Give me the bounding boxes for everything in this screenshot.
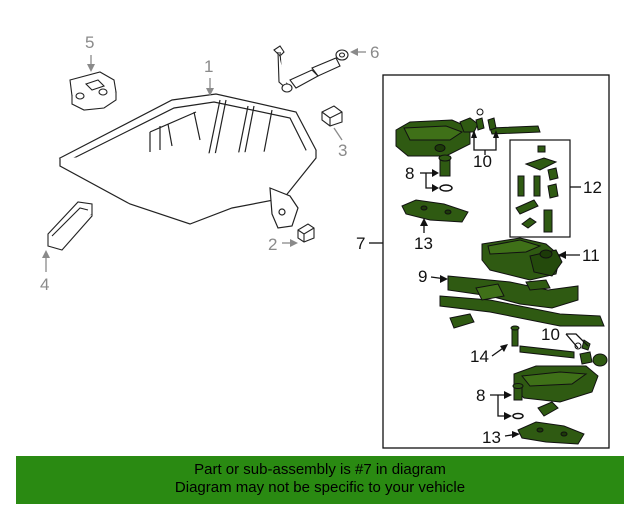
callout-7: 7 <box>356 234 365 253</box>
callout-3: 3 <box>338 141 347 160</box>
part-8-lower-bolt <box>512 383 524 401</box>
callout-2: 2 <box>268 235 277 254</box>
part-5-bracket <box>69 71 117 111</box>
part-4-rail <box>47 201 93 251</box>
callout-10-lower: 10 <box>541 325 560 344</box>
part-11-motor <box>481 237 563 281</box>
part-1-roof-frame <box>58 93 317 229</box>
banner-line-1: Part or sub-assembly is #7 in diagram <box>194 461 446 478</box>
banner-line-2: Diagram may not be specific to your vehi… <box>174 479 466 496</box>
part-6-strut <box>273 45 349 93</box>
callout-6: 6 <box>370 43 379 62</box>
callout-13-lower: 13 <box>482 428 501 447</box>
callout-8-upper: 8 <box>405 164 414 183</box>
part-14-stud <box>510 325 520 347</box>
callout-10-upper: 10 <box>473 152 492 171</box>
part-12-hardware <box>515 145 559 233</box>
callout-4: 4 <box>40 275 49 294</box>
callout-12: 12 <box>583 178 602 197</box>
callout-9: 9 <box>418 267 427 286</box>
part-2-cap <box>297 223 315 243</box>
callout-14: 14 <box>470 347 489 366</box>
callout-13-upper: 13 <box>414 234 433 253</box>
lower-latch-housing <box>513 365 599 417</box>
part-13-lower-plate <box>517 421 585 445</box>
callout-11: 11 <box>582 246 600 265</box>
part-8-upper-bolt <box>438 154 452 177</box>
part-3-block <box>321 105 343 127</box>
part-9-linkage <box>439 275 605 329</box>
callout-8-lower: 8 <box>476 386 485 405</box>
part-13-upper-plate <box>401 199 469 223</box>
upper-latch-housing <box>395 119 471 157</box>
callout-5: 5 <box>85 33 94 52</box>
part-10-lower-rod <box>519 339 608 367</box>
info-banner: Part or sub-assembly is #7 in diagram Di… <box>16 456 624 504</box>
washer-icon <box>439 184 453 192</box>
part-10-upper-rod <box>459 108 541 135</box>
callout-1: 1 <box>204 57 213 76</box>
washer-icon <box>512 412 524 420</box>
